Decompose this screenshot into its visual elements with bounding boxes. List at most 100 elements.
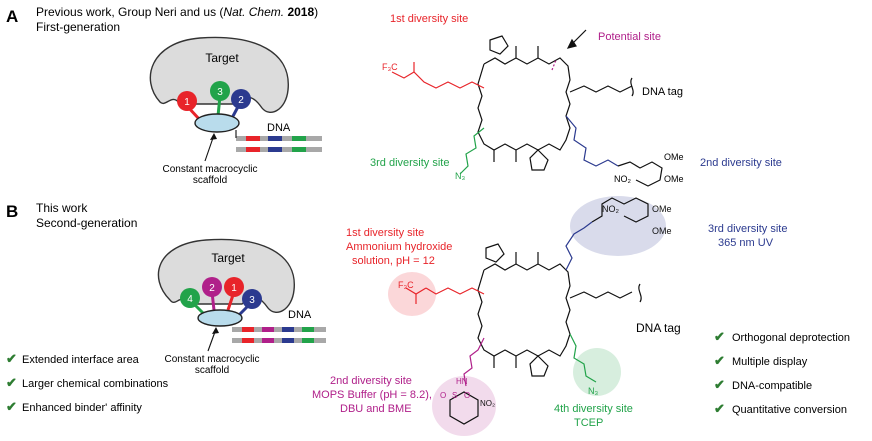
green-chain-b <box>569 333 597 383</box>
blue-chain-b <box>565 221 593 271</box>
site3-label-a: 3rd diversity site <box>370 157 449 169</box>
proline-top-b <box>485 243 505 263</box>
site3-label-b-1: 3rd diversity site <box>708 223 787 235</box>
site-circle-1-b <box>224 277 244 297</box>
site-number-2-b: 2 <box>209 283 215 294</box>
ome2-label-b: OMe <box>652 226 672 236</box>
red-chain-b <box>425 287 485 295</box>
site4-label-b-1: 4th diversity site <box>554 403 633 415</box>
dna-strands-a <box>235 130 322 152</box>
site-number-3-b: 3 <box>249 295 255 306</box>
site-number-1-b: 1 <box>231 283 237 294</box>
proline-bottom-b <box>529 355 549 377</box>
panel-b-title: This work <box>36 201 88 215</box>
advantage-item-1: Orthogonal deprotection <box>732 332 850 344</box>
site1-label-b-2: Ammonium hydroxide <box>346 241 452 253</box>
magenta-chain-b <box>463 337 485 387</box>
site2-label-b-2: MOPS Buffer (pH = 8.2), <box>312 389 432 401</box>
dna-strands-b <box>232 327 326 343</box>
so2-o2-label-b: O <box>464 391 470 400</box>
feature-item-3: Enhanced binder' affinity <box>22 402 142 414</box>
panel-a-subtitle: First-generation <box>36 20 120 34</box>
advantage-item-3: DNA-compatible <box>732 380 812 392</box>
dna-label-b: DNA <box>288 309 312 321</box>
highlight-site4-b <box>573 348 621 396</box>
ome1-label-a: OMe <box>664 152 684 162</box>
highlight-site2-b <box>432 376 496 436</box>
hn-label-b: HN <box>456 377 468 386</box>
site2-label-b-1: 2nd diversity site <box>330 375 412 387</box>
panel-a-title-pre: Previous work, Group Neri and us ( <box>36 5 223 19</box>
blue-chain-a <box>565 115 619 167</box>
red-chain-a <box>391 71 485 89</box>
nitrophenyl-ring-b <box>449 391 479 425</box>
site-circle-3-b <box>242 289 262 309</box>
scaffold-ellipse-b <box>197 309 243 327</box>
advantage-item-2: Multiple display <box>732 356 808 368</box>
site-circle-2-b <box>202 277 222 297</box>
n3-label-a: N₃ <box>455 171 465 181</box>
panel-b-subtitle: Second-generation <box>36 216 137 230</box>
proline-bottom-a <box>529 149 549 171</box>
check-icon: ✔ <box>714 353 725 368</box>
site-number-1-a: 1 <box>184 97 190 108</box>
macrocycle-b <box>477 263 571 357</box>
feature-item-1: Extended interface area <box>22 354 140 366</box>
check-icon: ✔ <box>714 401 725 416</box>
highlight-site3-b <box>570 196 666 256</box>
green-chain-a <box>459 127 485 175</box>
panel-b-letter: B <box>6 202 18 221</box>
n3-label-b: N₃ <box>588 386 598 396</box>
target-label-b: Target <box>211 251 245 265</box>
so2-s-label-b: S <box>452 391 457 400</box>
scaffold-label-b-1: Constant macrocyclic <box>164 354 259 365</box>
scaffold-ellipse-a <box>194 113 240 133</box>
check-icon: ✔ <box>714 329 725 344</box>
dna-label-a: DNA <box>267 122 291 134</box>
no2-label-b-1: NO₂ <box>602 204 620 214</box>
site-circle-3-a <box>210 81 230 101</box>
panel-a-title: Previous work, Group Neri and us (Nat. C… <box>36 5 318 19</box>
site1-label-b-1: 1st diversity site <box>346 227 424 239</box>
site-number-2-a: 2 <box>238 95 244 106</box>
check-icon: ✔ <box>6 399 17 414</box>
advantage-item-4: Quantitative conversion <box>732 404 847 416</box>
structure-a <box>391 29 663 187</box>
ome2-label-a: OMe <box>664 174 684 184</box>
so2-o1-label-b: O <box>440 391 446 400</box>
dna-linker-a <box>569 85 633 93</box>
target-cartoon-b: Target 4 2 1 3 <box>157 238 326 376</box>
panel-a: A Previous work, Group Neri and us (Nat.… <box>6 5 782 187</box>
advantage-list: ✔ Orthogonal deprotection ✔ Multiple dis… <box>714 329 850 416</box>
scaffold-label-a-2: scaffold <box>193 175 227 186</box>
proline-top-a <box>489 35 509 55</box>
site1-label-b-3: solution, pH = 12 <box>352 255 435 267</box>
target-label-a: Target <box>205 51 239 65</box>
panel-a-title-post: ) <box>314 5 318 19</box>
site4-label-b-2: TCEP <box>574 417 603 429</box>
dna-tag-label-a: DNA tag <box>642 86 683 98</box>
scaffold-label-b-2: scaffold <box>195 365 229 376</box>
macrocycle-a <box>477 57 571 151</box>
scaffold-label-a-1: Constant macrocyclic <box>162 164 257 175</box>
highlight-site1-b <box>388 272 436 316</box>
site-circle-2-a <box>231 89 251 109</box>
site1-label-a: 1st diversity site <box>390 13 468 25</box>
check-icon: ✔ <box>6 351 17 366</box>
site2-label-b-3: DBU and BME <box>340 403 412 415</box>
site3-label-b-2: 365 nm UV <box>718 237 774 249</box>
f3c-label-a: F₃C <box>382 62 398 72</box>
site2-label-a: 2nd diversity site <box>700 157 782 169</box>
f3c-label-b: F₃C <box>398 280 414 290</box>
ome1-label-b: OMe <box>652 204 672 214</box>
panel-a-title-journal: Nat. Chem. <box>223 5 284 19</box>
panel-a-letter: A <box>6 7 18 26</box>
site-circle-1-a <box>177 91 197 111</box>
site-number-3-a: 3 <box>217 87 223 98</box>
site-number-4-b: 4 <box>187 294 193 305</box>
panel-b: B This work Second-generation Target 4 2… <box>6 196 850 436</box>
site-circle-4-b <box>180 288 200 308</box>
no2-label-a: NO₂ <box>614 174 632 184</box>
feature-list: ✔ Extended interface area ✔ Larger chemi… <box>6 351 169 414</box>
